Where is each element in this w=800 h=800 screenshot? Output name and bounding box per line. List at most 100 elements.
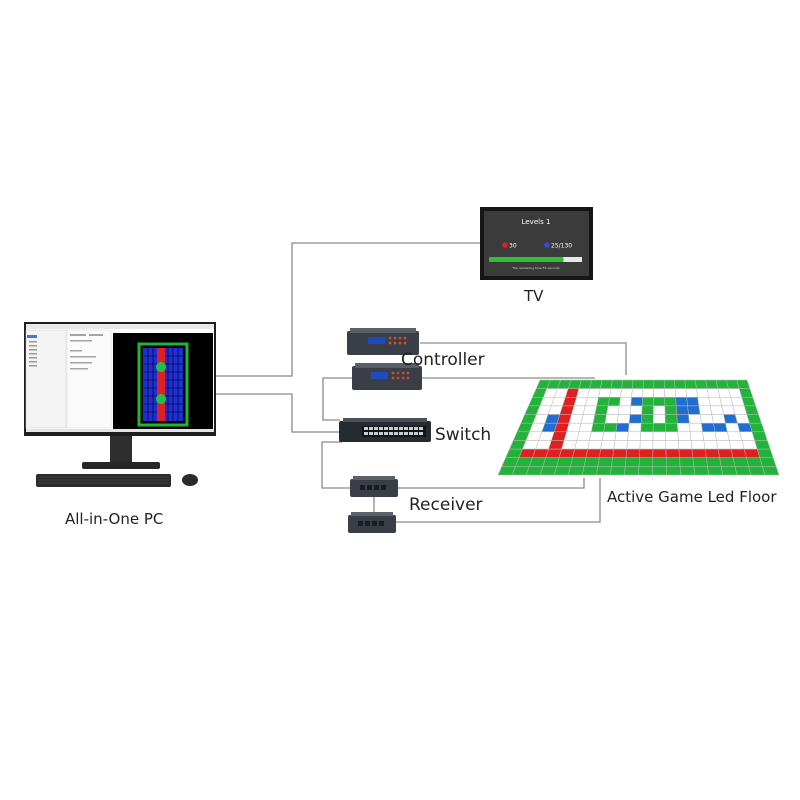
led-tile [614,431,629,441]
led-tile [664,414,678,424]
led-tile [627,431,642,441]
switch-port-block [362,426,426,437]
led-tile [607,397,621,407]
led-tile [677,422,691,433]
mouse [182,474,198,486]
led-tile [687,405,701,415]
led-tile [711,414,726,424]
led-tile [592,414,607,424]
led-tile [653,405,666,415]
led-tile [590,422,606,433]
progress-fill [489,257,564,262]
led-tile [653,388,665,398]
led-tile [744,405,759,415]
led-tile [754,440,771,450]
led-tile [561,440,578,450]
led-tile [582,405,598,415]
led-tile [630,397,643,407]
led-tile [690,440,706,450]
led-tile [642,379,655,389]
led-tile [640,414,654,424]
led-tile [665,448,680,458]
property-rows [70,334,103,370]
led-tile [583,457,600,467]
led-tile [674,379,687,389]
led-tile [678,440,693,450]
led-tile [732,457,750,467]
line-receiver-to-floor-2 [396,478,601,523]
led-tile [570,457,587,467]
led-tile [653,397,666,407]
led-tile [653,414,666,424]
receiver-top [353,476,395,480]
led-tile [618,405,632,415]
keyboard-keys [38,476,169,484]
led-tile [558,448,576,458]
led-tile [679,457,695,467]
led-tile [599,379,613,389]
connection-lines [214,242,627,523]
led-tile [584,397,599,407]
led-tile [717,448,734,458]
led-tile [675,397,688,407]
led-tile [677,431,692,441]
led-tile [749,422,765,433]
tree-rows [29,341,37,367]
tv-score-blue: 25/130 [551,243,572,250]
led-tile [691,448,707,458]
led-tile [625,448,641,458]
controller-device [352,363,422,390]
led-tile [714,431,730,441]
led-tile [706,457,722,467]
led-tile [652,466,667,476]
receiver-top [351,512,393,516]
controller-top [350,328,416,333]
led-tile [615,422,630,433]
led-tile [574,440,590,450]
tv-level-title: Levels 1 [522,218,551,226]
led-tile [663,379,676,389]
led-tile [708,397,723,407]
led-tile [665,440,680,450]
switch-top [343,418,427,422]
controller-device [347,328,419,355]
led-tile [686,397,700,407]
led-tile [621,379,634,389]
controller-lcd [371,372,388,379]
led-tile [741,397,757,407]
led-tile [572,448,589,458]
led-tile [639,448,654,458]
led-tile [638,457,654,467]
led-tile [596,466,612,476]
led-tile [609,388,622,398]
led-tile [616,414,631,424]
tv: Levels 1 30 25/130 The remaining time 55… [480,207,593,280]
led-tile [576,431,592,441]
led-tile [613,440,628,450]
preview-green-frame [137,342,189,427]
led-tile [542,457,560,467]
keyboard [36,474,171,487]
window-properties-panel [66,329,112,429]
led-tile [719,457,736,467]
led-tile [702,431,717,441]
led-tile [556,457,573,467]
led-tile [713,422,728,433]
line-switch-to-receiver [321,441,350,489]
led-tile [597,457,613,467]
led-tile [707,466,724,476]
led-tile [604,414,619,424]
led-tile [539,466,558,476]
led-tile [759,457,777,467]
window-titlebar [26,324,214,329]
led-tile [730,448,747,458]
floor-label: Active Game Led Floor [607,488,777,506]
led-tile [600,440,616,450]
led-tile [631,388,644,398]
led-tile [652,431,666,441]
led-tile [698,405,713,415]
switch-ports [364,427,423,435]
led-tile [606,405,620,415]
led-tile [666,466,681,476]
led-tile [624,457,640,467]
